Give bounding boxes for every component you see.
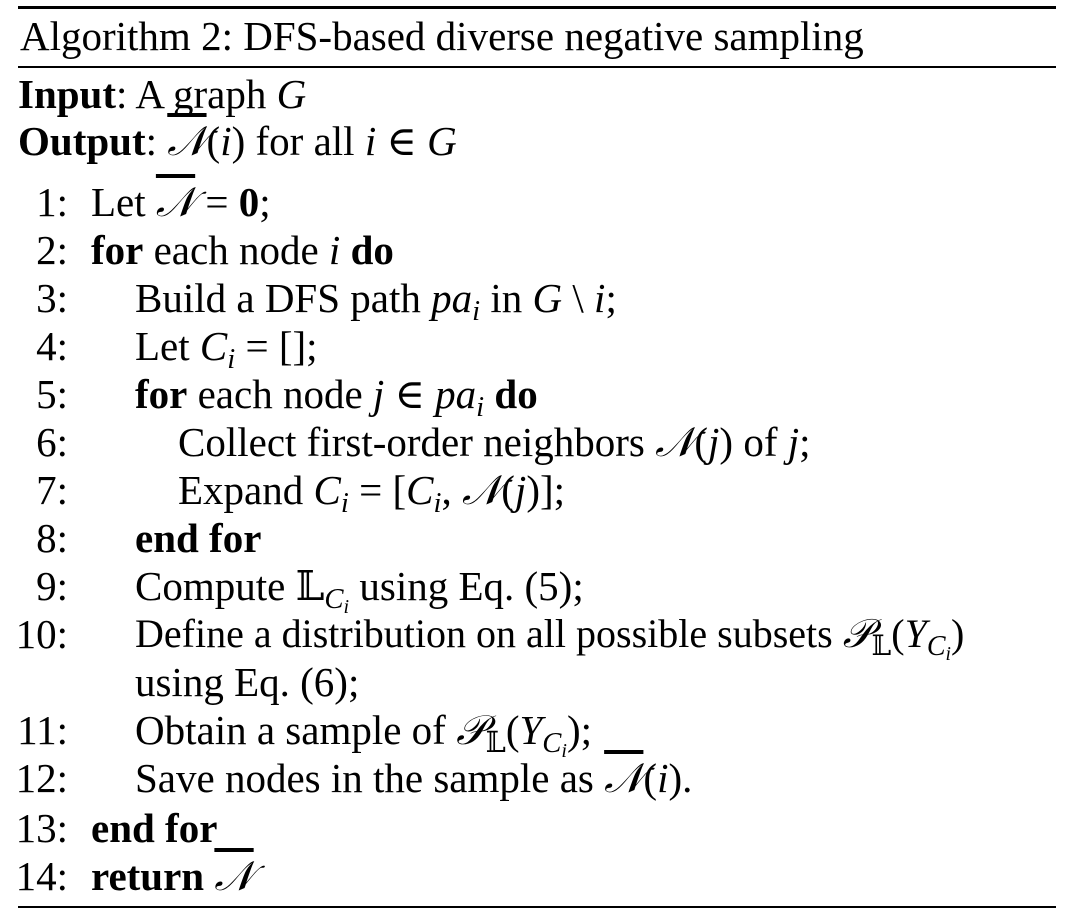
- line-number: 10:: [15, 611, 68, 657]
- step-3: 3: Build a DFS path pai in G \ i;: [0, 274, 1082, 327]
- line-number: 11:: [17, 707, 68, 753]
- line-number: 13:: [15, 805, 68, 851]
- step-14: 14: return 𝒩: [0, 852, 1082, 900]
- step-1: 1: Let 𝒩 = 0;: [0, 178, 1082, 226]
- line-number: 6:: [36, 419, 68, 465]
- algorithm-title: Algorithm 2: DFS-based diverse negative …: [20, 13, 864, 59]
- input-label: Input: [18, 71, 117, 117]
- bottom-rule: [18, 906, 1056, 908]
- step-12: 12: Save nodes in the sample as 𝒩(i).: [0, 754, 1082, 802]
- step-4: 4: Let Ci = [];: [0, 322, 1082, 375]
- step-2: 2: for each node i do: [0, 226, 1082, 274]
- line-number: 2:: [36, 227, 68, 273]
- step-7: 7: Expand Ci = [Ci, 𝒩(j)];: [0, 466, 1082, 519]
- step-13: 13: end for: [0, 804, 1082, 852]
- step-10-continuation: using Eq. (6);: [135, 659, 360, 705]
- top-rule: [18, 6, 1056, 9]
- input-text: : A graph: [116, 71, 277, 117]
- line-number: 12:: [15, 755, 68, 801]
- input-line: Input: A graph G: [18, 70, 306, 118]
- step-11: 11: Obtain a sample of 𝒫𝕃(YCi);: [0, 706, 1082, 762]
- line-number: 5:: [36, 371, 68, 417]
- title-rule: [18, 66, 1056, 68]
- line-number: 4:: [36, 323, 68, 369]
- step-9: 9: Compute 𝕃Ci using Eq. (5);: [0, 562, 1082, 618]
- line-number: 3:: [36, 275, 68, 321]
- line-number: 14:: [15, 853, 68, 899]
- line-number: 1:: [36, 179, 68, 225]
- output-label: Output: [18, 118, 146, 164]
- line-number: 7:: [36, 467, 68, 513]
- input-var: G: [276, 71, 307, 117]
- output-symbol: 𝒩: [167, 117, 207, 165]
- step-5: 5: for each node j ∈ pai do: [0, 370, 1082, 423]
- step-8: 8: end for: [0, 514, 1082, 562]
- output-line: Output: 𝒩(i) for all i ∈ G: [18, 117, 457, 165]
- line-number: 9:: [36, 563, 68, 609]
- step-6: 6: Collect first-order neighbors 𝒩(j) of…: [0, 418, 1082, 466]
- step-10: 10: Define a distribution on all possibl…: [0, 610, 1082, 665]
- line-number: 8:: [36, 515, 68, 561]
